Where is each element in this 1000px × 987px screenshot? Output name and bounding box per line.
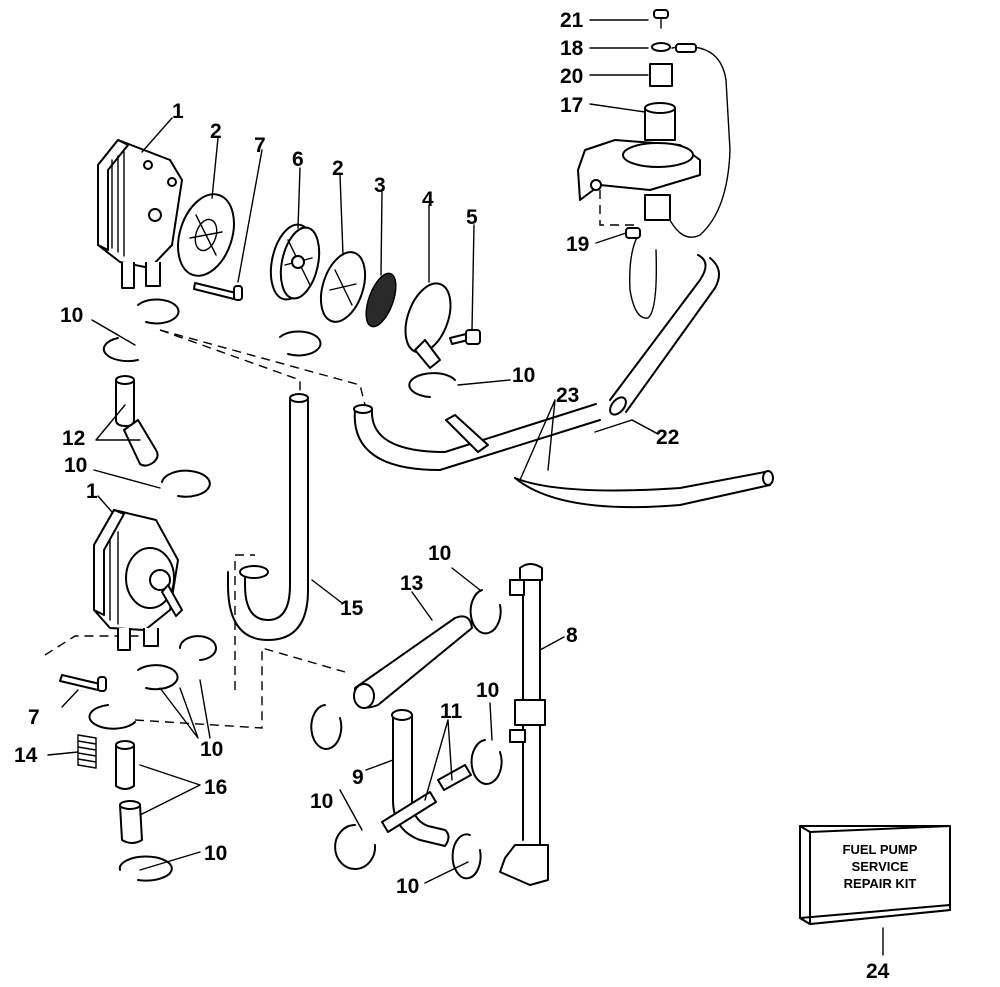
callout-15: 15 [340, 597, 364, 620]
callout-10-g: 10 [310, 790, 333, 813]
hose-13 [353, 615, 473, 709]
check-valve [269, 223, 321, 301]
callout-16: 16 [204, 776, 227, 799]
kit-line-2: SERVICE [852, 859, 909, 874]
callout-8: 8 [566, 624, 578, 647]
sender-assembly [577, 9, 731, 319]
callout-3: 3 [374, 174, 386, 197]
callout-11: 11 [440, 700, 463, 723]
callout-10-f: 10 [200, 738, 223, 761]
connectors-11 [381, 764, 472, 833]
callout-19: 19 [566, 233, 589, 256]
callout-22: 22 [656, 426, 679, 449]
callout-13: 13 [400, 572, 423, 595]
filter-screen [365, 272, 397, 328]
hose-22 [609, 254, 720, 416]
screw-lower [59, 674, 107, 692]
cover-screw [449, 329, 481, 345]
kit-line-3: REPAIR KIT [844, 876, 917, 891]
short-hoses-16 [115, 740, 143, 844]
callout-17: 17 [560, 94, 583, 117]
spring [77, 734, 97, 769]
callout-numbers: 1 2 7 6 2 3 4 5 10 10 12 10 1 23 22 10 1… [14, 9, 890, 983]
callout-24: 24 [866, 960, 890, 983]
callout-4: 4 [422, 188, 434, 211]
callout-10-d: 10 [428, 542, 451, 565]
callout-5: 5 [466, 206, 478, 229]
fuel-pump-upper [97, 139, 183, 289]
pump-cover [404, 282, 452, 369]
callout-10-b: 10 [512, 364, 535, 387]
callout-14: 14 [14, 744, 38, 767]
callout-12: 12 [62, 427, 85, 450]
callout-2-right: 2 [332, 157, 344, 180]
hose-23-lower [514, 470, 774, 509]
callout-6: 6 [292, 148, 304, 171]
callout-10-c: 10 [64, 454, 87, 477]
fuel-line-8 [499, 563, 549, 886]
callout-1-lower: 1 [86, 480, 98, 503]
hose-clamps [88, 298, 503, 882]
callout-18: 18 [560, 37, 584, 60]
diaphragm-second [319, 251, 367, 323]
callout-10-i: 10 [396, 875, 419, 898]
callout-10-a: 10 [60, 304, 83, 327]
fuel-pump-lower [93, 509, 183, 651]
kit-line-1: FUEL PUMP [843, 842, 918, 857]
repair-kit-box: FUEL PUMP SERVICE REPAIR KIT [799, 825, 951, 925]
leader-lines [47, 19, 884, 956]
callout-10-e: 10 [476, 679, 499, 702]
callout-23: 23 [556, 384, 579, 407]
screw-upper [193, 282, 243, 301]
short-hoses-12 [115, 375, 159, 467]
callout-2-left: 2 [210, 120, 222, 143]
callout-1-upper: 1 [172, 100, 184, 123]
hose-15 [227, 393, 309, 641]
callout-20: 20 [560, 65, 583, 88]
diaphragm-upper-left [177, 193, 235, 277]
callout-9: 9 [352, 766, 364, 789]
callout-7-lower: 7 [28, 706, 40, 729]
hose-23-upper [353, 403, 601, 471]
callout-21: 21 [560, 9, 584, 32]
callout-10-h: 10 [204, 842, 227, 865]
callout-7-upper: 7 [254, 134, 266, 157]
